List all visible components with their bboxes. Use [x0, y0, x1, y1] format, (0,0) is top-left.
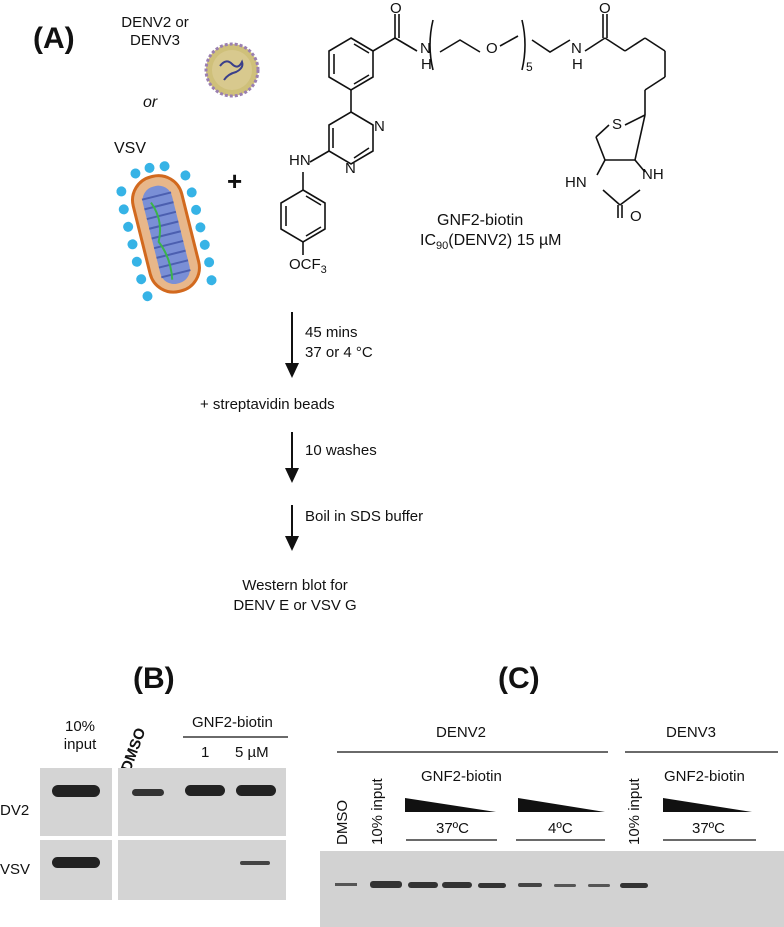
- atom-hn2: HN: [565, 174, 587, 191]
- band: [518, 883, 542, 887]
- atom-o1: O: [390, 0, 402, 17]
- atom-o3: O: [599, 0, 611, 17]
- atom-h2: H: [572, 56, 583, 73]
- step-1-line-2: 37 or 4 °C: [305, 344, 373, 361]
- blot-b-input-dv2: [40, 768, 112, 836]
- atom-hn: HN: [289, 152, 311, 169]
- virus-label-2: DENV3: [129, 32, 181, 49]
- atom-n1: N: [420, 40, 431, 57]
- atom-nh: NH: [642, 166, 664, 183]
- blot-b-lanes-dv2: [118, 768, 286, 836]
- temp-label-2: 4ºC: [548, 820, 573, 837]
- ic90-prefix: IC: [420, 232, 436, 249]
- band: [132, 789, 164, 796]
- panel-c-label: (C): [498, 662, 540, 695]
- ic90-value: IC90(DENV2) 15 µM: [420, 232, 562, 252]
- band: [620, 883, 648, 888]
- virus-label-1: DENV2 or: [121, 14, 189, 31]
- atom-h1: H: [421, 56, 432, 73]
- band: [370, 881, 402, 888]
- ocf3-sub: 3: [320, 264, 327, 276]
- vsv-virion-icon: [116, 161, 217, 302]
- final-step-text: Western blot for DENV E or VSV G: [200, 576, 390, 616]
- panel-c-rules: [337, 751, 778, 841]
- gradient-wedges: [405, 798, 752, 812]
- ic90-rest: (DENV2) 15 µM: [448, 232, 562, 249]
- ocf3-group: OCF3: [289, 256, 327, 276]
- input-lane-label: 10% input: [50, 718, 110, 754]
- band: [236, 785, 276, 796]
- band: [52, 785, 100, 797]
- step-2-text: 10 washes: [305, 442, 377, 459]
- atom-o2: O: [486, 40, 498, 57]
- panel-b-label: (B): [133, 662, 175, 695]
- row-dv2-label: DV2: [0, 802, 30, 819]
- dmso-lane-label-c: DMSO: [334, 800, 351, 845]
- gnf-label-c1: GNF2-biotin: [421, 768, 502, 785]
- blot-c: [320, 851, 784, 927]
- band: [588, 884, 610, 887]
- denv-virion-icon: [204, 42, 260, 98]
- blot-b-lanes-vsv: [118, 840, 286, 900]
- atom-s: S: [612, 116, 623, 133]
- mid-step-text: + streptavidin beads: [200, 396, 335, 413]
- or-label: or: [143, 94, 158, 111]
- band: [240, 861, 270, 865]
- step-3-text: Boil in SDS buffer: [305, 508, 424, 525]
- input-label-2: input: [63, 736, 97, 753]
- step-1-line-1: 45 mins: [305, 324, 358, 341]
- input-label-1: 10%: [64, 718, 96, 735]
- plus-sign: +: [227, 166, 243, 196]
- band: [554, 884, 576, 887]
- peg-repeat: 5: [526, 60, 533, 74]
- conc-1: 1: [201, 744, 210, 761]
- vsv-label: VSV: [114, 140, 147, 157]
- blot-b-input-vsv: [40, 840, 112, 900]
- band: [442, 882, 472, 888]
- conc-2: 5 µM: [235, 744, 269, 761]
- denv2-header: DENV2: [436, 724, 487, 741]
- gnf2-biotin-structure: [280, 14, 666, 255]
- input-lane-label-c1: 10% input: [369, 778, 386, 845]
- gnf-label-c2: GNF2-biotin: [664, 768, 745, 785]
- compound-name: GNF2-biotin: [437, 212, 524, 229]
- input-lane-label-c2: 10% input: [626, 778, 643, 845]
- band: [52, 857, 100, 868]
- step-1-text: 45 mins 37 or 4 °C: [305, 323, 373, 363]
- temp-label-3: 37ºC: [692, 820, 725, 837]
- final-line-2: DENV E or VSV G: [233, 597, 357, 614]
- final-line-1: Western blot for: [242, 577, 348, 594]
- atom-n4: N: [345, 160, 356, 177]
- virus-option-label: DENV2 or DENV3: [115, 14, 195, 50]
- atom-o4: O: [630, 208, 642, 225]
- atom-n3: N: [374, 118, 385, 135]
- band: [185, 785, 225, 796]
- ocf3-text: OCF: [289, 256, 321, 273]
- denv3-header: DENV3: [666, 724, 717, 741]
- band: [335, 883, 357, 886]
- panel-a-label: (A): [33, 22, 75, 55]
- flow-arrows: [285, 312, 299, 551]
- gnf-label-b: GNF2-biotin: [192, 714, 273, 731]
- band: [478, 883, 506, 888]
- atom-n2: N: [571, 40, 582, 57]
- ic90-sub: 90: [436, 240, 449, 253]
- row-vsv-label: VSV: [0, 861, 31, 878]
- band: [408, 882, 438, 888]
- temp-label-1: 37ºC: [436, 820, 469, 837]
